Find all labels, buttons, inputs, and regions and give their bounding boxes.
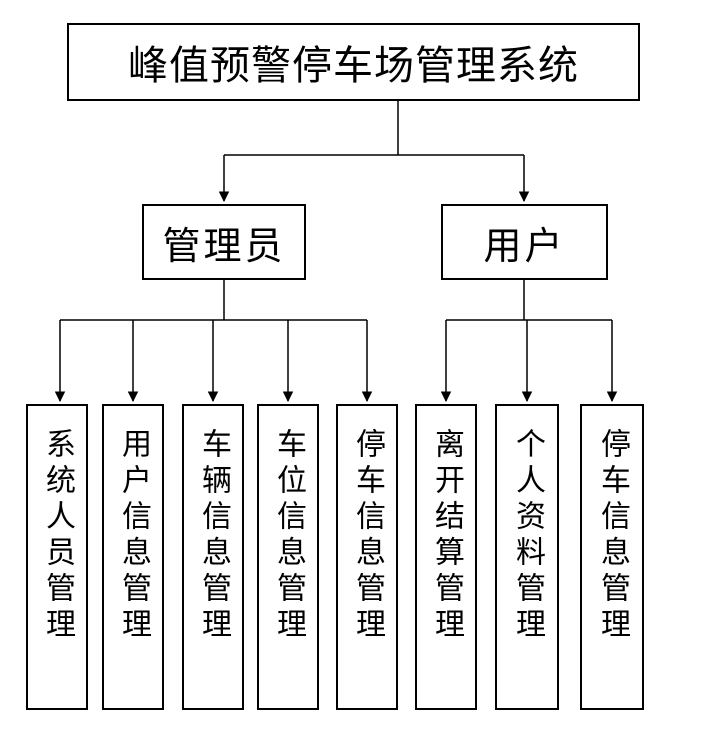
leaf-label: 车位信息管理 xyxy=(271,428,306,644)
leaf-node-system-staff: 系统人员管理 xyxy=(26,404,88,710)
leaf-label: 停车信息管理 xyxy=(595,428,630,644)
leaf-node-profile: 个人资料管理 xyxy=(495,404,559,710)
leaf-node-user-info: 用户信息管理 xyxy=(102,404,164,710)
leaf-node-parking-info-user: 停车信息管理 xyxy=(580,404,644,710)
user-label: 用户 xyxy=(483,223,566,268)
leaf-label: 系统人员管理 xyxy=(40,428,75,644)
leaf-node-checkout: 离开结算管理 xyxy=(415,404,477,710)
leaf-label: 停车信息管理 xyxy=(350,428,385,644)
leaf-label: 离开结算管理 xyxy=(429,428,464,644)
leaf-node-space-info: 车位信息管理 xyxy=(257,404,319,710)
root-title: 峰值预警停车场管理系统 xyxy=(128,43,579,89)
leaf-node-parking-info-admin: 停车信息管理 xyxy=(336,404,398,710)
admin-label: 管理员 xyxy=(162,223,286,268)
root-node: 峰值预警停车场管理系统 xyxy=(67,23,640,101)
leaf-label: 用户信息管理 xyxy=(116,428,151,644)
leaf-node-vehicle-info: 车辆信息管理 xyxy=(182,404,244,710)
leaf-label: 车辆信息管理 xyxy=(196,428,231,644)
admin-node: 管理员 xyxy=(142,204,306,280)
user-node: 用户 xyxy=(441,204,608,280)
leaf-label: 个人资料管理 xyxy=(510,428,545,644)
